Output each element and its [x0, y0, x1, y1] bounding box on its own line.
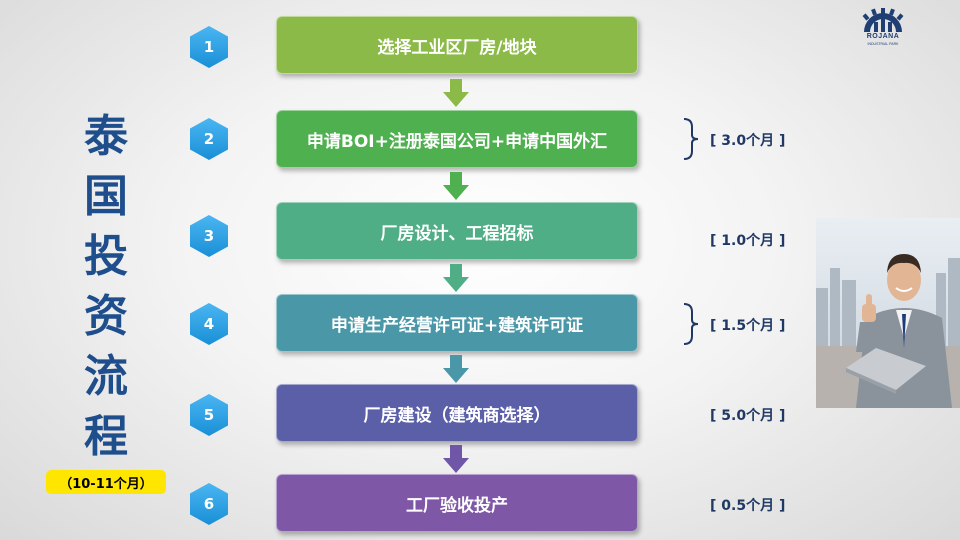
step-box-3: 厂房设计、工程招标	[276, 202, 638, 260]
logo-name: ROJANA	[866, 33, 900, 40]
step-box-6: 工厂验收投产	[276, 474, 638, 532]
duration-step-3: [ 1.0个月 ]	[710, 233, 786, 249]
down-arrow-icon	[443, 264, 469, 292]
title-char: 资	[84, 291, 128, 342]
step-box-4: 申请生产经营许可证+建筑许可证	[276, 294, 638, 352]
duration-step-6: [ 0.5个月 ]	[710, 498, 786, 514]
right-brace-icon	[683, 303, 699, 345]
step-number-2: 2	[190, 118, 228, 160]
duration-step-4: [ 1.5个月 ]	[710, 318, 786, 334]
title-char: 程	[84, 411, 128, 462]
step-number-5: 5	[190, 394, 228, 436]
step-box-1: 选择工业区厂房/地块	[276, 16, 638, 74]
title-char: 泰	[84, 111, 128, 162]
step-number-4: 4	[190, 303, 228, 345]
down-arrow-icon	[443, 445, 469, 473]
step-number-3: 3	[190, 215, 228, 257]
duration-step-5: [ 5.0个月 ]	[710, 408, 786, 424]
total-duration-badge: （10-11个月）	[46, 470, 166, 494]
duration-step-2: [ 3.0个月 ]	[710, 133, 786, 149]
down-arrow-icon	[443, 355, 469, 383]
step-box-2: 申请BOI+注册泰国公司+申请中国外汇	[276, 110, 638, 168]
down-arrow-icon	[443, 172, 469, 200]
vertical-title: 泰 国 投 资 流 程	[78, 112, 134, 462]
step-number-1: 1	[190, 26, 228, 68]
businessman-photo	[816, 218, 960, 408]
step-number-6: 6	[190, 483, 228, 525]
title-char: 国	[84, 171, 128, 222]
logo-subtitle: INDUSTRIAL PARK	[867, 42, 899, 46]
step-box-5: 厂房建设（建筑商选择）	[276, 384, 638, 442]
rojana-logo-icon	[862, 8, 904, 32]
title-char: 投	[84, 231, 128, 282]
down-arrow-icon	[443, 79, 469, 107]
title-char: 流	[84, 351, 128, 402]
right-brace-icon	[683, 118, 699, 160]
